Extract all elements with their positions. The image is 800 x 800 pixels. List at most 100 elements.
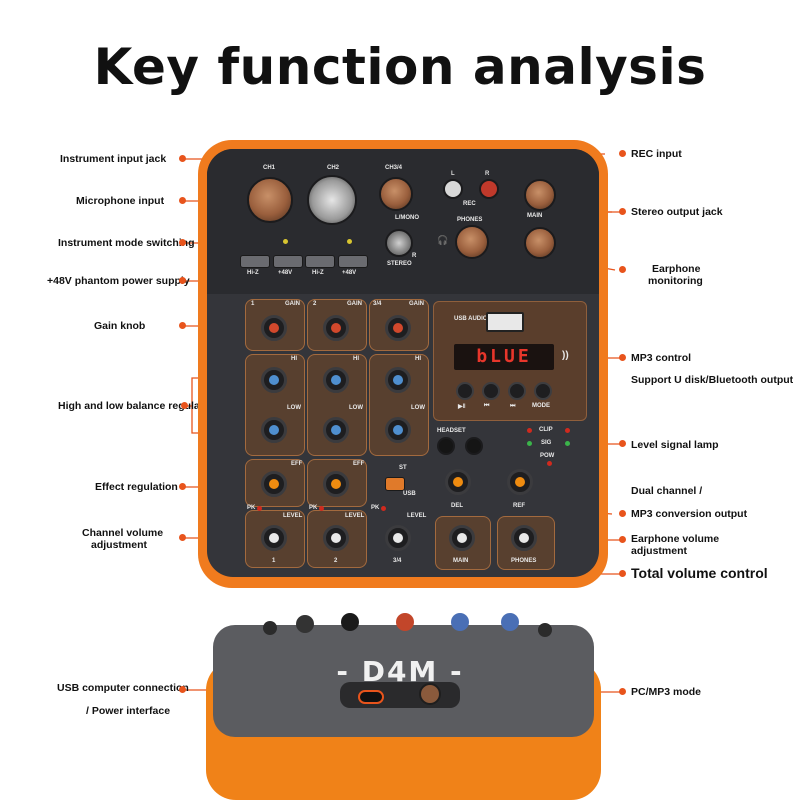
rec-r-jack[interactable] xyxy=(479,179,499,199)
callout-usb-connection-2: / Power interface xyxy=(86,705,171,717)
mode-button[interactable] xyxy=(534,382,552,400)
low-knob-ch2[interactable] xyxy=(323,417,349,443)
ref-knob[interactable] xyxy=(507,469,533,495)
ch2-xlr-jack[interactable] xyxy=(307,175,357,225)
rec-r-label: R xyxy=(485,171,490,177)
callout-dot xyxy=(619,570,626,577)
low-knob-ch1[interactable] xyxy=(261,417,287,443)
rec-l-jack[interactable] xyxy=(443,179,463,199)
phantom-led-ch1 xyxy=(283,239,288,244)
callout-dot xyxy=(181,402,188,409)
phones-volume-knob[interactable] xyxy=(511,525,537,551)
ref-label: REF xyxy=(513,503,525,509)
callout-dot xyxy=(179,534,186,541)
gain-label-34: GAIN xyxy=(409,301,424,307)
prev-button[interactable] xyxy=(482,382,500,400)
callout-earphone-volume-2: adjustment xyxy=(631,545,688,557)
del-label: DEL xyxy=(451,503,463,509)
gain-knob-ch1[interactable] xyxy=(261,315,287,341)
eff-knob-ch2[interactable] xyxy=(323,471,349,497)
main-volume-knob[interactable] xyxy=(449,525,475,551)
callout-dot xyxy=(179,155,186,162)
gain-knob-ch2[interactable] xyxy=(323,315,349,341)
hi-knob-ch34[interactable] xyxy=(385,367,411,393)
main-out-r-jack[interactable] xyxy=(524,227,556,259)
pow-led xyxy=(547,461,552,466)
usb-c-port[interactable] xyxy=(358,690,384,704)
hiz-button-ch2[interactable] xyxy=(305,255,335,268)
callout-usb-connection-1: USB computer connection xyxy=(57,682,189,694)
r-label: R xyxy=(412,253,417,259)
sig-led-l xyxy=(527,441,532,446)
level-strip-ch2 xyxy=(307,510,367,568)
pk-led-ch2 xyxy=(319,506,324,511)
st-usb-switch[interactable] xyxy=(385,477,405,491)
sig-label: SIG xyxy=(541,440,552,446)
gain-ch-num-1: 1 xyxy=(251,301,255,307)
sig-led-r xyxy=(565,441,570,446)
callout-pc-mp3-mode: PC/MP3 mode xyxy=(631,686,702,698)
mode-label: MODE xyxy=(532,403,550,409)
phantom-button-ch2[interactable] xyxy=(338,255,368,268)
headphone-icon: 🎧 xyxy=(437,235,449,245)
low-label-2: LOW xyxy=(349,405,363,411)
ch1-combo-jack[interactable] xyxy=(247,177,293,223)
hi-knob-ch1[interactable] xyxy=(261,367,287,393)
headset-mic-jack[interactable] xyxy=(437,437,455,455)
callout-gain-knob: Gain knob xyxy=(94,320,146,332)
del-knob[interactable] xyxy=(445,469,471,495)
headset-phone-jack[interactable] xyxy=(465,437,483,455)
pk-label-1: PK xyxy=(247,505,256,511)
pk-label-2: PK xyxy=(309,505,318,511)
callout-dot xyxy=(179,322,186,329)
phones-knob-label: PHONES xyxy=(511,558,537,564)
callout-total-volume-control: Total volume control xyxy=(631,565,768,581)
callout-channel-volume-2: adjustment xyxy=(91,539,148,551)
ch34-label: CH3/4 xyxy=(385,165,403,171)
callout-dot xyxy=(179,686,186,693)
callout-phantom-power: +48V phantom power supply xyxy=(47,275,190,287)
low-label-1: LOW xyxy=(287,405,301,411)
next-button[interactable] xyxy=(508,382,526,400)
main-label: MAIN xyxy=(527,213,543,219)
callout-dot xyxy=(619,208,626,215)
callout-dot xyxy=(179,483,186,490)
ch1-label: CH1 xyxy=(263,165,276,171)
ch2-label: CH2 xyxy=(327,165,340,171)
callout-dot xyxy=(179,197,186,204)
gain-ch-num-34: 3/4 xyxy=(373,301,382,307)
hi-knob-ch2[interactable] xyxy=(323,367,349,393)
callout-earphone-monitoring-2: monitoring xyxy=(648,275,703,287)
clip-label: CLIP xyxy=(539,427,553,433)
pk-led-ch34 xyxy=(381,506,386,511)
eff-knob-ch1[interactable] xyxy=(261,471,287,497)
callout-effect-regulation: Effect regulation xyxy=(95,481,178,493)
bluetooth-icon: )) xyxy=(562,350,569,361)
hiz-button-ch1[interactable] xyxy=(240,255,270,268)
prev-icon: ⏮ xyxy=(484,403,490,409)
gain-knob-ch34[interactable] xyxy=(385,315,411,341)
main-out-l-jack[interactable] xyxy=(524,179,556,211)
level-knob-ch34[interactable] xyxy=(385,525,411,551)
play-pause-button[interactable] xyxy=(456,382,474,400)
eff-strip-ch2 xyxy=(307,459,367,507)
callout-level-signal-lamp: Level signal lamp xyxy=(631,439,719,451)
callout-dual-channel-1: Dual channel / xyxy=(631,485,703,497)
usb-port-slot[interactable] xyxy=(486,312,524,332)
phantom-button-ch1[interactable] xyxy=(273,255,303,268)
pc-mp3-mode-button[interactable] xyxy=(419,683,441,705)
level-knob-ch2[interactable] xyxy=(323,525,349,551)
callout-dot xyxy=(619,536,626,543)
low-knob-ch34[interactable] xyxy=(385,417,411,443)
ch34-jack[interactable] xyxy=(379,177,413,211)
stereo-label: STEREO xyxy=(387,261,412,267)
level-label-1: LEVEL xyxy=(283,513,303,519)
phones-jack[interactable] xyxy=(455,225,489,259)
gain-label-1: GAIN xyxy=(285,301,300,307)
stereo-r-jack[interactable] xyxy=(385,229,413,257)
mixer-device-bottom-face xyxy=(213,625,594,737)
level-knob-ch1[interactable] xyxy=(261,525,287,551)
mixer-panel: CH1 CH2 CH3/4 L/MONO R STEREO L R REC PH… xyxy=(207,149,599,577)
play-pause-icon: ▶‖ xyxy=(458,404,466,410)
